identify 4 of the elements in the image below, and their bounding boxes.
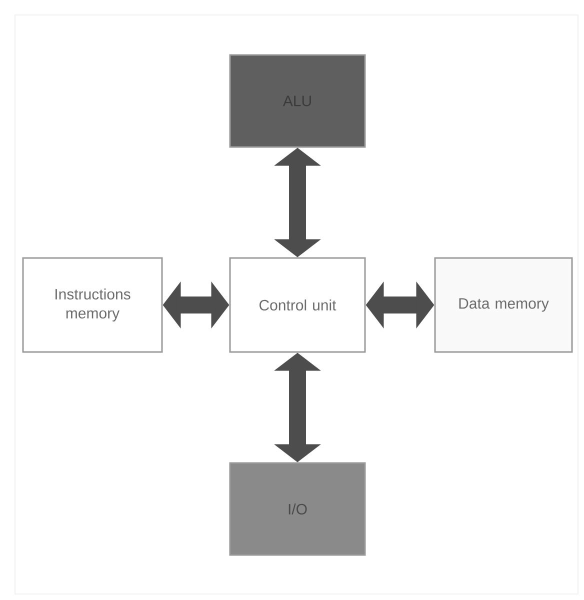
process-box: Instructions memory bbox=[22, 257, 163, 353]
process-box: Data memory bbox=[434, 257, 573, 353]
process-box: I/O bbox=[229, 462, 366, 556]
process-box: Control unit bbox=[229, 257, 366, 353]
